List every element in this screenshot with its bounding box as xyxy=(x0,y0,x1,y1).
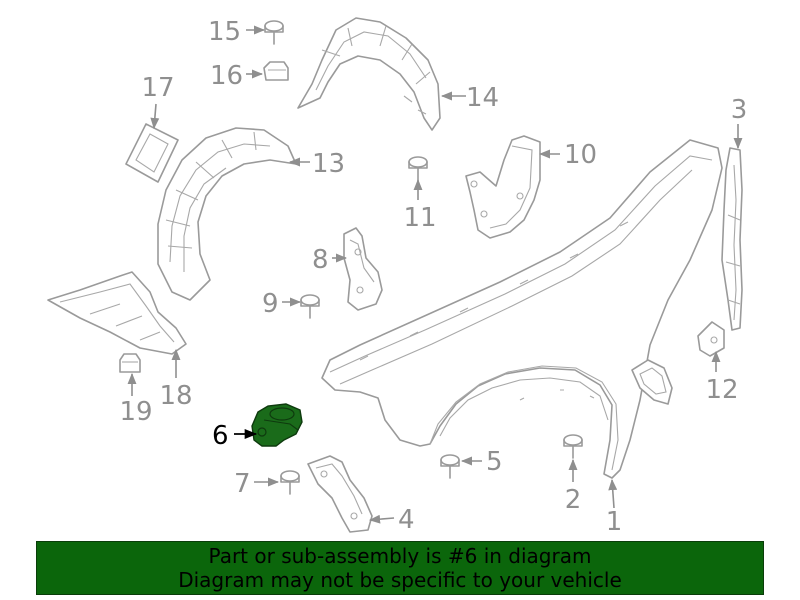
callout-11: 11 xyxy=(403,203,436,233)
part-13-wheel-arch-liner xyxy=(157,127,297,301)
callout-9: 9 xyxy=(262,289,279,319)
part-11-bolt xyxy=(408,156,428,181)
callout-3: 3 xyxy=(731,95,748,125)
callout-13: 13 xyxy=(312,149,345,179)
callout-labels: 1 2 3 4 5 6 7 8 9 10 11 12 13 14 15 16 1… xyxy=(119,17,747,537)
part-9-bolt xyxy=(300,294,320,319)
part-4-bracket xyxy=(307,455,373,533)
callout-15: 15 xyxy=(208,17,241,47)
part-18-under-shield xyxy=(47,271,187,355)
part-1-fender xyxy=(321,139,723,479)
callout-10: 10 xyxy=(564,140,597,170)
banner-line-2: Diagram may not be specific to your vehi… xyxy=(178,568,622,592)
callout-2: 2 xyxy=(565,485,582,515)
part-7-bolt xyxy=(280,470,300,495)
callout-14: 14 xyxy=(466,83,499,113)
callout-12: 12 xyxy=(705,375,738,405)
callout-16: 16 xyxy=(210,61,243,91)
part-5-bolt xyxy=(440,454,460,479)
parts-diagram: 1 2 3 4 5 6 7 8 9 10 11 12 13 14 15 16 1… xyxy=(47,17,747,537)
part-10-bracket xyxy=(465,135,541,239)
callout-4: 4 xyxy=(398,505,415,535)
leader-lines xyxy=(127,25,743,524)
part-2-bolt xyxy=(563,434,583,459)
callout-18: 18 xyxy=(159,381,192,411)
part-16-clip xyxy=(263,61,289,81)
banner-line-1: Part or sub-assembly is #6 in diagram xyxy=(208,544,592,568)
part-15-bolt xyxy=(264,20,284,45)
part-6-highlighted-bracket xyxy=(251,403,303,447)
callout-19: 19 xyxy=(119,397,152,427)
part-12-clip xyxy=(697,321,725,357)
info-banner: Part or sub-assembly is #6 in diagram Di… xyxy=(36,541,764,595)
part-8-bracket xyxy=(343,227,383,311)
part-14-wheel-arch-liner xyxy=(297,17,441,131)
callout-1: 1 xyxy=(606,507,623,537)
callout-6: 6 xyxy=(212,421,229,451)
callout-17: 17 xyxy=(141,73,174,103)
callout-7: 7 xyxy=(234,469,251,499)
callout-8: 8 xyxy=(312,245,329,275)
part-3-seal-strip xyxy=(721,147,743,331)
part-19-clip xyxy=(119,353,141,373)
part-17-plate xyxy=(125,123,179,183)
callout-5: 5 xyxy=(486,447,503,477)
